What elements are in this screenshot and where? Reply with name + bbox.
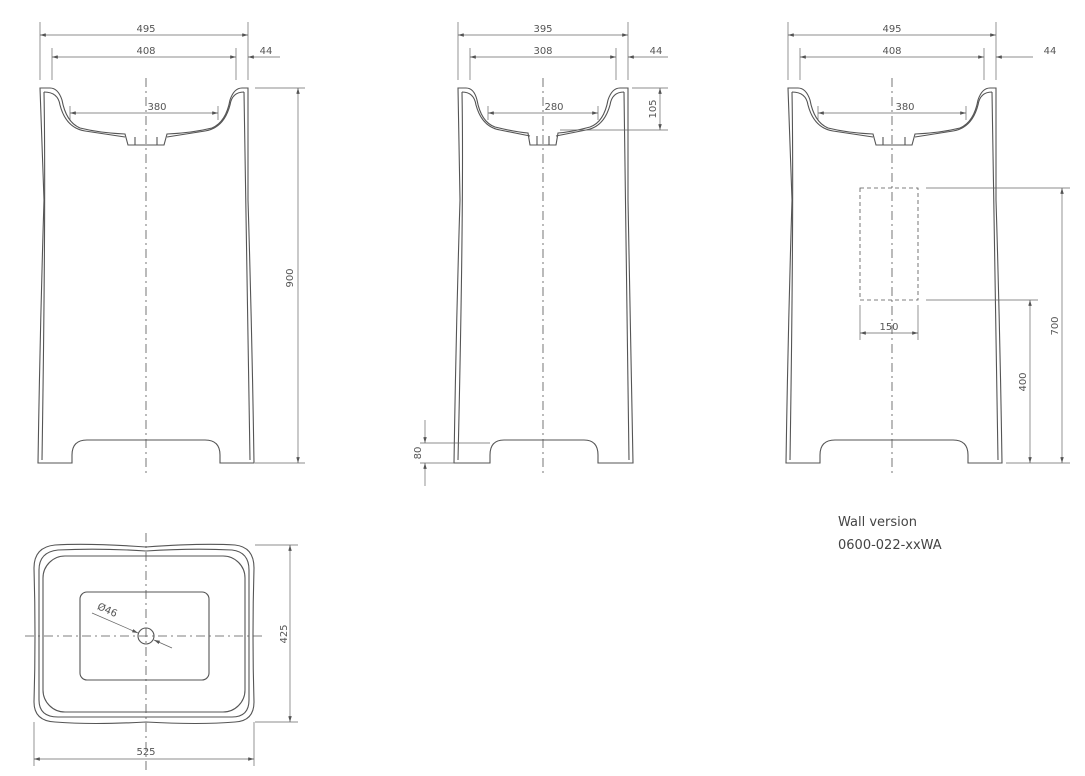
dim-opening-width: 150	[879, 322, 898, 333]
dim-height: 900	[285, 268, 296, 287]
dim-drain-diameter: Ø46	[95, 601, 119, 620]
dim-inner-width: 408	[136, 46, 155, 57]
dim-opening-bottom: 400	[1018, 372, 1029, 391]
dim-bowl-depth: 105	[648, 99, 659, 118]
dim-foot-height: 80	[413, 447, 424, 460]
dim-opening-top: 700	[1050, 316, 1061, 335]
dim-overall-width: 495	[882, 24, 901, 35]
wall-version-code: 0600-022-xxWA	[838, 538, 942, 553]
dim-depth: 425	[279, 624, 290, 643]
side-view: 395 308 44 280 105 80	[413, 22, 668, 486]
dim-width: 525	[136, 747, 155, 758]
dim-inner-width: 408	[882, 46, 901, 57]
dim-bowl-width: 380	[147, 102, 166, 113]
top-view: Ø46 425 525	[25, 533, 298, 770]
dim-rim: 44	[650, 46, 663, 57]
front-view: 495 408 44 380 900	[37, 22, 305, 475]
dim-overall-width: 495	[136, 24, 155, 35]
wall-view: 495 408 44 380 150 400 700 Wall version …	[785, 22, 1070, 553]
wall-version-label: Wall version	[838, 515, 917, 530]
dim-inner-width: 308	[533, 46, 552, 57]
dim-rim: 44	[1044, 46, 1057, 57]
dim-bowl-width: 380	[895, 102, 914, 113]
dim-bowl-width: 280	[544, 102, 563, 113]
dim-rim: 44	[260, 46, 273, 57]
dim-overall-width: 395	[533, 24, 552, 35]
